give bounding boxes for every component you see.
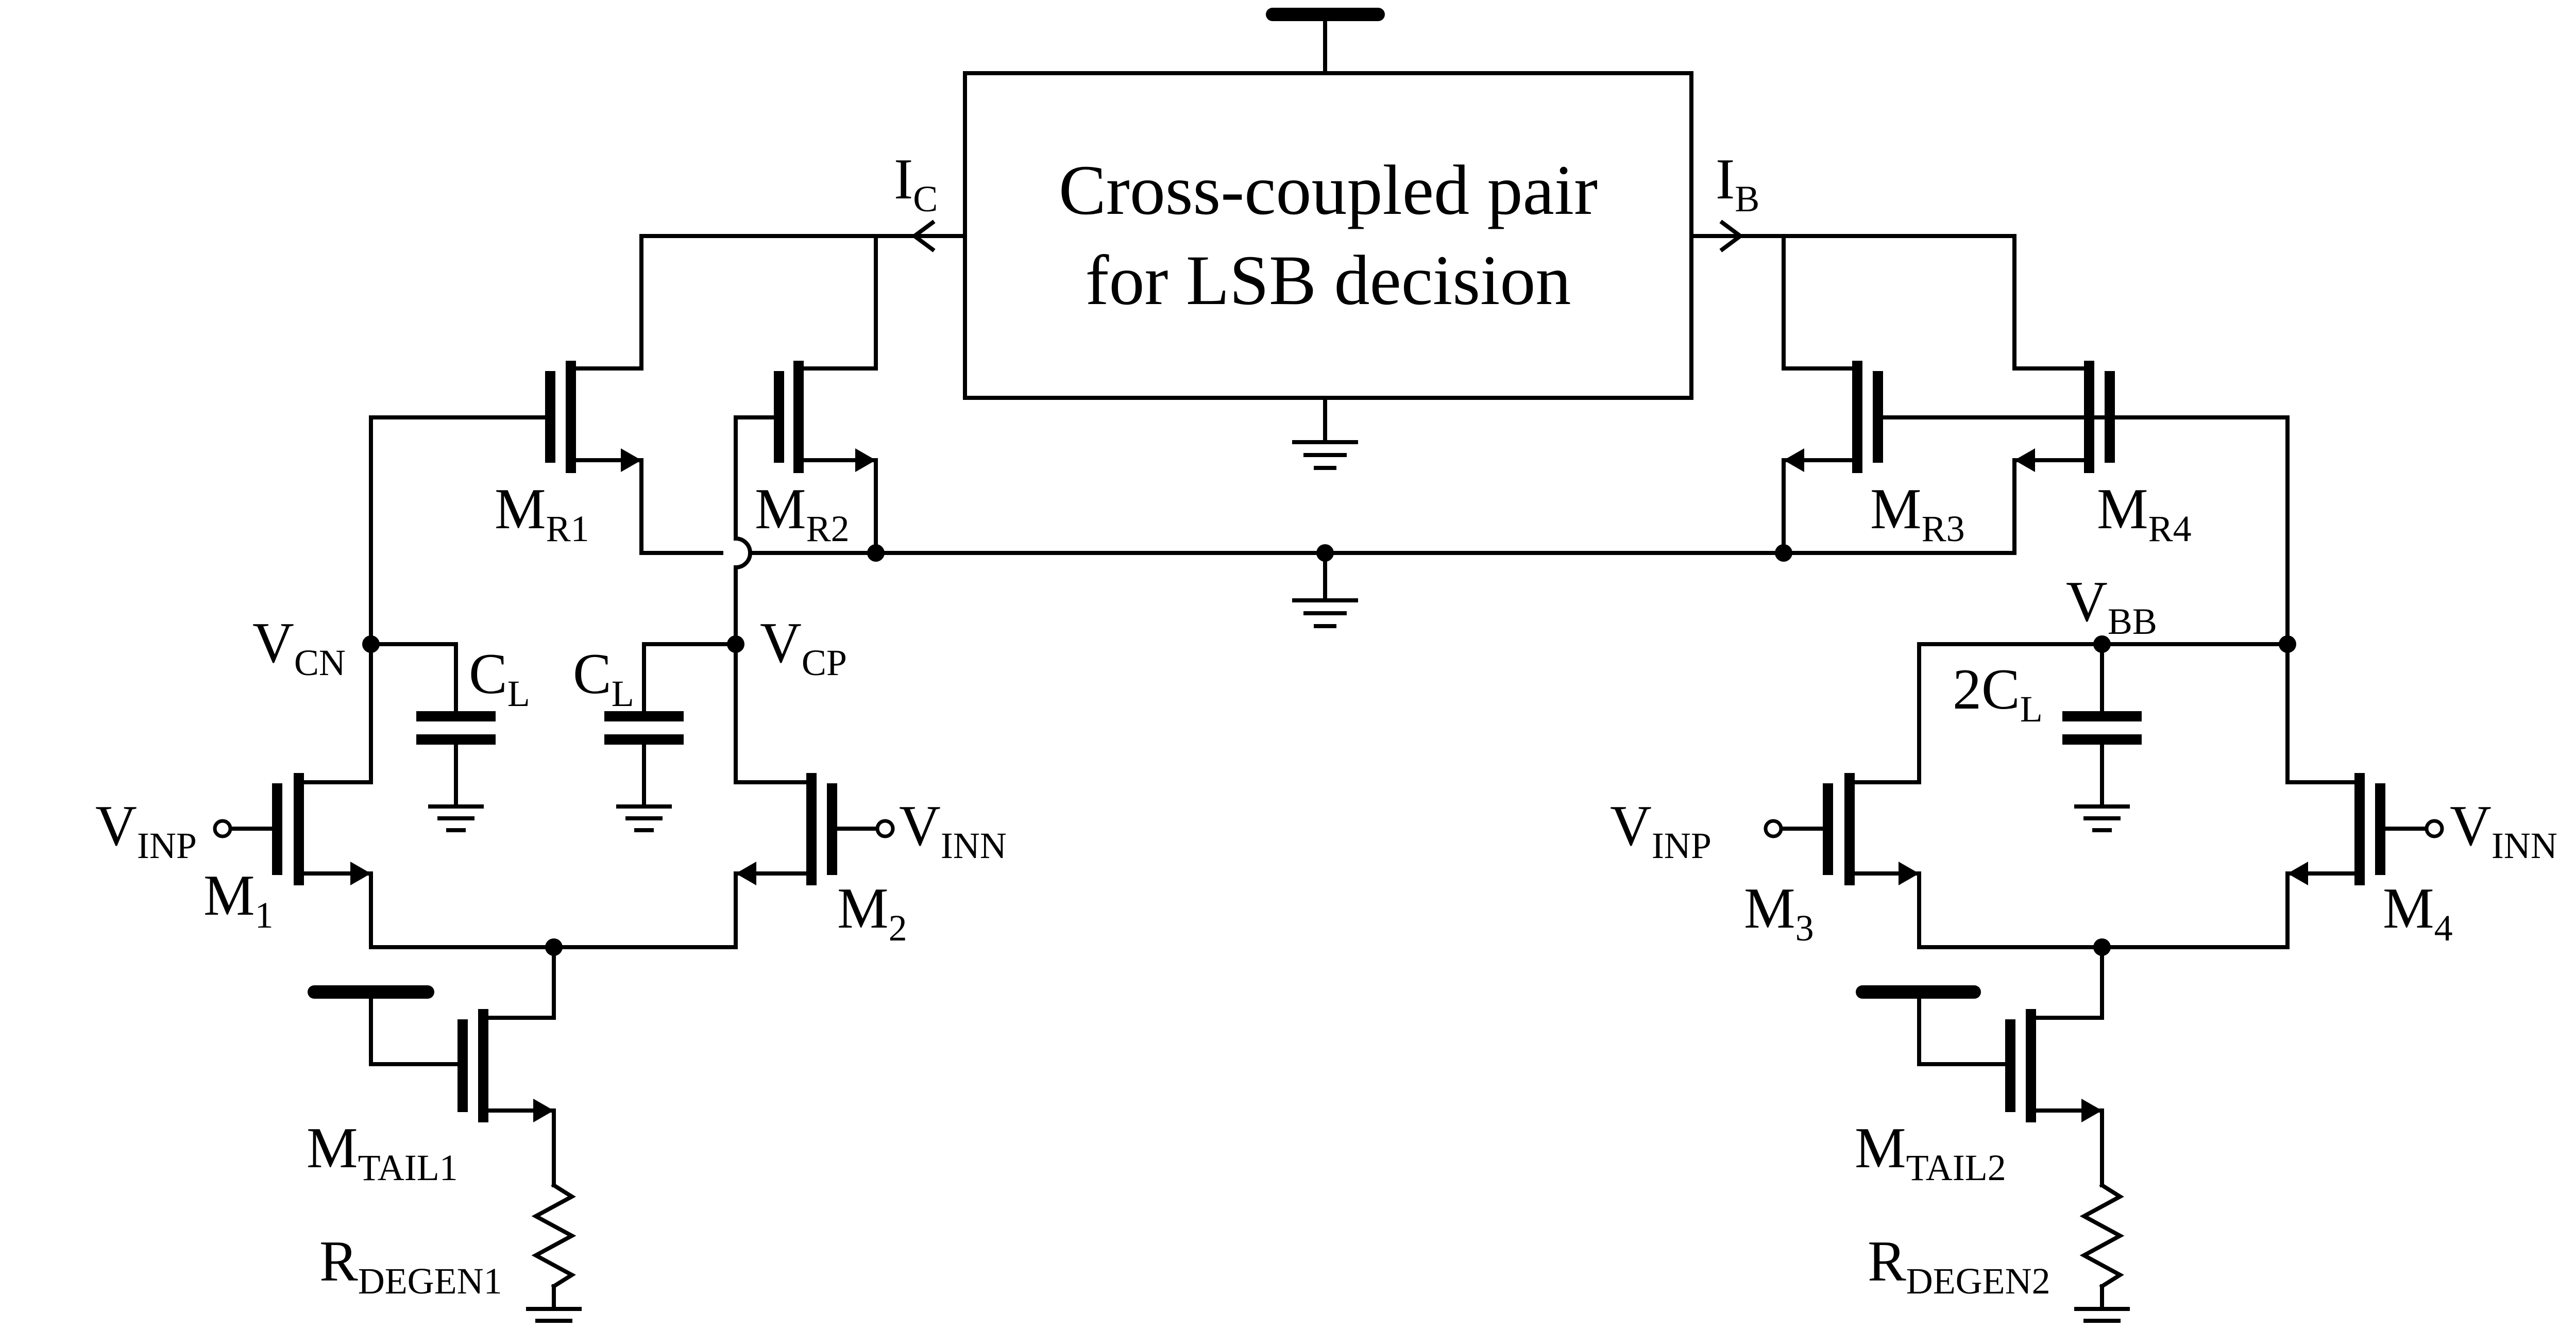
ic-label: I [894,147,913,211]
svg-text:VINN: VINN [2450,794,2557,866]
svg-text:MR4: MR4 [2097,477,2192,549]
block-title-line2: for LSB decision [1086,241,1571,320]
svg-text:M3: M3 [1744,877,1814,949]
svg-text:M4: M4 [2383,877,2453,949]
ground-symbol [1292,598,1358,628]
cross-coupled-block: Cross-coupled pair for LSB decision [963,8,1693,470]
svg-text:MR1: MR1 [495,477,589,549]
vbb-label: V [2066,570,2108,634]
svg-text:MR2: MR2 [755,477,850,549]
ground-symbol [1292,440,1358,470]
transistor-mr4: MR4 [2012,234,2192,555]
cl1-label: C [469,642,507,706]
capacitor-cl-2: CL [573,642,738,832]
vinp2-label: V [1610,794,1652,858]
mr2-label: M [755,477,806,541]
svg-text:IB: IB [1716,147,1759,220]
common-source-rail [639,544,2016,628]
node-vcn: VCN [252,611,380,683]
svg-text:RDEGEN2: RDEGEN2 [1868,1230,2050,1302]
svg-text:VINP: VINP [95,794,197,866]
node-vcp: VCP [727,611,847,683]
ib-current-path: IB [1689,147,2016,253]
mr-gate-wiring-right [1876,415,2290,646]
vinn2-label: V [2450,794,2492,858]
vcn-label: V [252,611,294,675]
svg-text:MR3: MR3 [1870,477,1965,549]
rdegen2-label: R [1868,1230,1906,1293]
mr-gate-wiring-left [369,415,781,646]
m3-label: M [1744,877,1795,940]
svg-text:VCP: VCP [760,611,847,683]
transistor-m4: VINN M4 [2285,642,2557,949]
vcp-label: V [760,611,802,675]
vinn1-label: V [899,794,941,858]
tail-stage-2: MTAIL2 RDEGEN2 [1855,938,2290,1323]
mtail1-label: M [307,1116,358,1180]
transistor-m2: VINN M2 [734,642,1007,949]
mr1-label: M [495,477,546,541]
svg-text:CL: CL [469,642,530,714]
mr4-label: M [2097,477,2148,541]
transistor-mr2: MR2 [755,234,878,555]
svg-text:CL: CL [573,642,634,714]
svg-text:VINN: VINN [899,794,1007,866]
svg-text:RDEGEN1: RDEGEN1 [319,1230,502,1302]
capacitor-cl-1: CL [369,642,530,832]
cl3-label: 2C [1953,658,2020,721]
svg-text:IC: IC [894,147,938,220]
ib-label: I [1716,147,1735,211]
m2-label: M [837,877,889,940]
transistor-mr1: MR1 [495,234,643,555]
svg-text:2CL: 2CL [1953,658,2043,730]
tail-stage-1: MTAIL1 RDEGEN1 [307,938,738,1323]
transistor-mr3: MR3 [1782,234,1965,555]
ic-current-path: IC [639,147,967,253]
transistor-m1: VINP M1 [95,642,373,949]
node-vbb: VBB [1917,570,2296,653]
capacitor-2cl: 2CL [1953,642,2142,832]
cl2-label: C [573,642,612,706]
rdegen1-label: R [319,1230,358,1293]
svg-text:M1: M1 [204,864,274,936]
svg-text:M2: M2 [837,877,907,949]
svg-text:VCN: VCN [252,611,346,683]
transistor-m3: VINP M3 [1610,642,1921,949]
block-title-line1: Cross-coupled pair [1059,150,1598,229]
mr3-label: M [1870,477,1922,541]
svg-text:MTAIL2: MTAIL2 [1855,1116,2006,1188]
m1-label: M [204,864,255,928]
svg-text:VBB: VBB [2066,570,2157,642]
m4-label: M [2383,877,2434,940]
mtail2-label: M [1855,1116,1906,1180]
svg-text:VINP: VINP [1610,794,1711,866]
svg-text:MTAIL1: MTAIL1 [307,1116,458,1188]
vinp1-label: V [95,794,137,858]
